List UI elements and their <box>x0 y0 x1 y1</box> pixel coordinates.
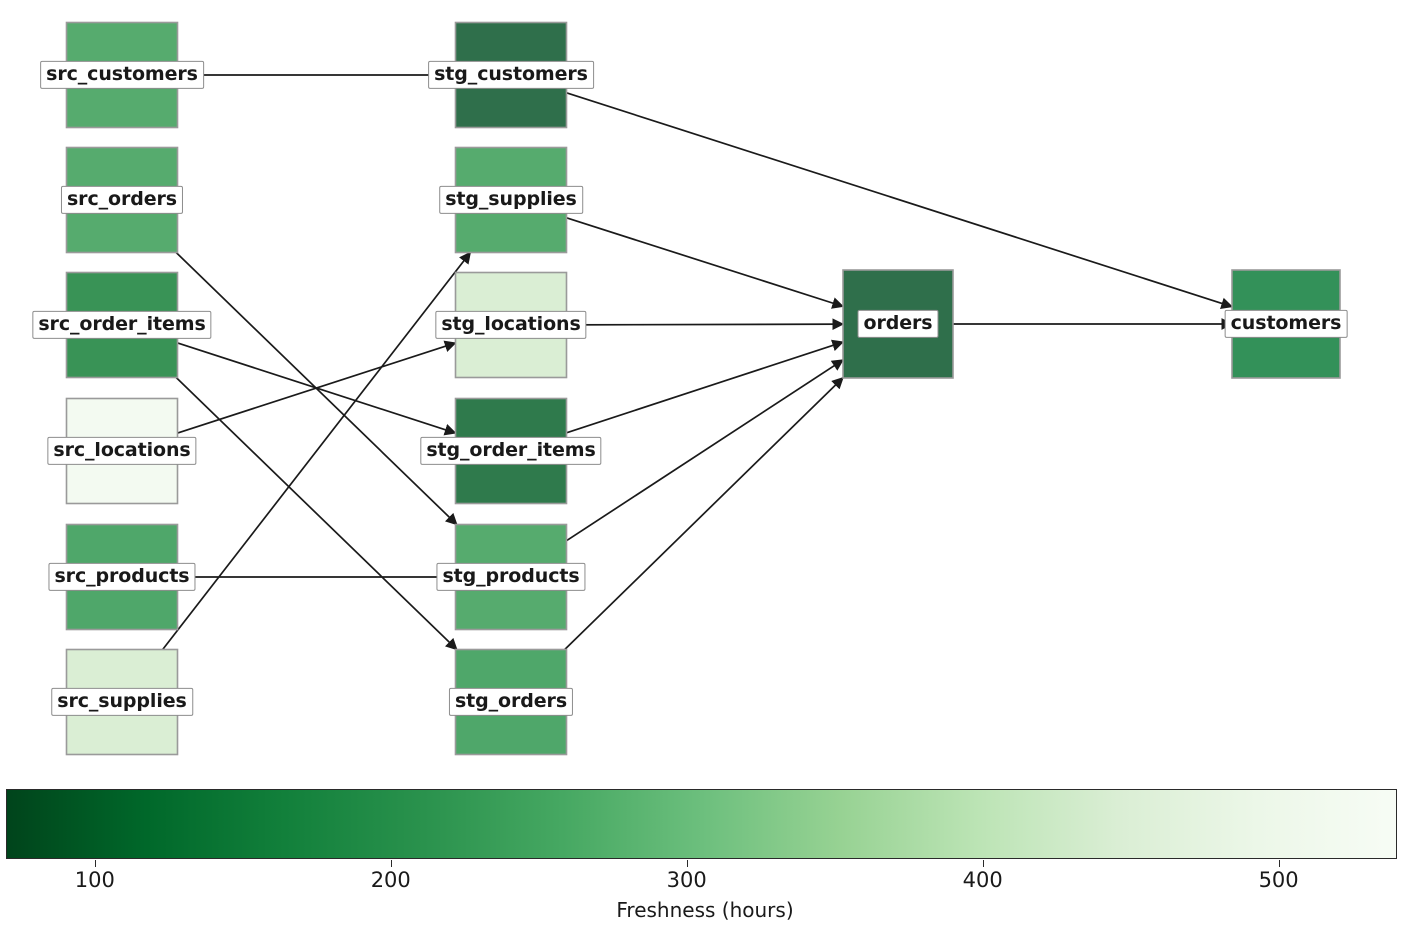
edge-stg_locations-to-orders <box>566 318 845 331</box>
colorbar-gradient <box>6 789 1397 859</box>
colorbar-ticklabel-500: 500 <box>1258 868 1299 892</box>
colorbar-tick-300 <box>686 860 688 867</box>
colorbar-ticklabel-300: 300 <box>666 868 707 892</box>
edge-stg_order_items-to-orders <box>566 339 845 434</box>
node-label-stg_customers[interactable]: stg_customers <box>428 60 594 90</box>
edge-src_order_items-to-stg_orders <box>175 376 458 651</box>
edge-src_supplies-to-stg_supplies <box>162 251 472 651</box>
freshness-colorbar <box>6 789 1397 859</box>
colorbar-ticklabel-400: 400 <box>962 868 1003 892</box>
node-label-stg_locations[interactable]: stg_locations <box>435 310 587 340</box>
edge-stg_orders-to-orders <box>564 376 844 651</box>
node-label-src_products[interactable]: src_products <box>48 562 196 592</box>
colorbar-tick-100 <box>94 860 96 867</box>
edge-stg_customers-to-customers <box>566 92 1234 310</box>
colorbar-ticklabel-100: 100 <box>74 868 115 892</box>
node-label-stg_products[interactable]: stg_products <box>436 562 586 592</box>
node-label-src_order_items[interactable]: src_order_items <box>32 310 212 340</box>
node-label-stg_supplies[interactable]: stg_supplies <box>439 185 583 215</box>
colorbar-axis-label: Freshness (hours) <box>616 898 794 922</box>
node-label-src_customers[interactable]: src_customers <box>40 60 204 90</box>
node-label-orders[interactable]: orders <box>857 309 939 339</box>
colorbar-ticklabel-200: 200 <box>370 868 411 892</box>
node-label-stg_orders[interactable]: stg_orders <box>448 687 574 717</box>
colorbar-tick-400 <box>982 860 984 867</box>
edges-layer <box>162 74 1234 651</box>
node-label-customers[interactable]: customers <box>1224 309 1348 339</box>
node-label-stg_order_items[interactable]: stg_order_items <box>420 436 602 466</box>
node-label-src_orders[interactable]: src_orders <box>60 185 184 215</box>
edge-src_locations-to-stg_locations <box>177 340 457 434</box>
node-label-src_supplies[interactable]: src_supplies <box>51 687 193 717</box>
node-label-src_locations[interactable]: src_locations <box>47 436 197 466</box>
edge-stg_supplies-to-orders <box>566 216 845 309</box>
edge-stg_products-to-orders <box>566 359 844 542</box>
colorbar-tick-500 <box>1278 860 1280 867</box>
colorbar-tick-200 <box>390 860 392 867</box>
